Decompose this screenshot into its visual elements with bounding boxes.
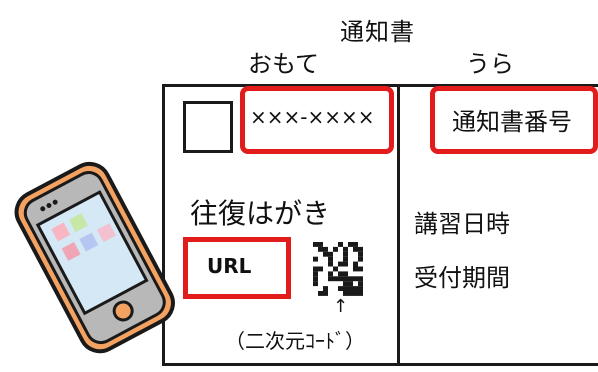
url-label: URL xyxy=(207,254,252,278)
qr-caption: （二次元ｺｰﾄﾞ） xyxy=(225,329,365,353)
return-postcard-label: 往復はがき xyxy=(190,197,331,230)
lecture-datetime-label: 講習日時 xyxy=(414,210,510,238)
smartphone-icon xyxy=(14,161,175,354)
reception-period-label: 受付期間 xyxy=(414,264,510,292)
qr-code-icon xyxy=(313,242,363,296)
url-highlight xyxy=(183,237,291,299)
notice-title: 通知書 xyxy=(340,18,415,46)
front-side-label: おもて xyxy=(248,50,320,78)
postal-stamp-box xyxy=(183,101,233,153)
back-side-label: うら xyxy=(466,50,514,78)
notice-number-highlight xyxy=(430,86,598,154)
postal-code-text: ×××-×××× xyxy=(250,105,375,129)
qr-arrow: ↑ xyxy=(333,296,349,317)
postal-code-highlight xyxy=(240,86,394,154)
postcard-divider xyxy=(397,84,400,366)
postcard xyxy=(162,84,598,366)
notice-number-label: 通知書番号 xyxy=(452,108,572,136)
